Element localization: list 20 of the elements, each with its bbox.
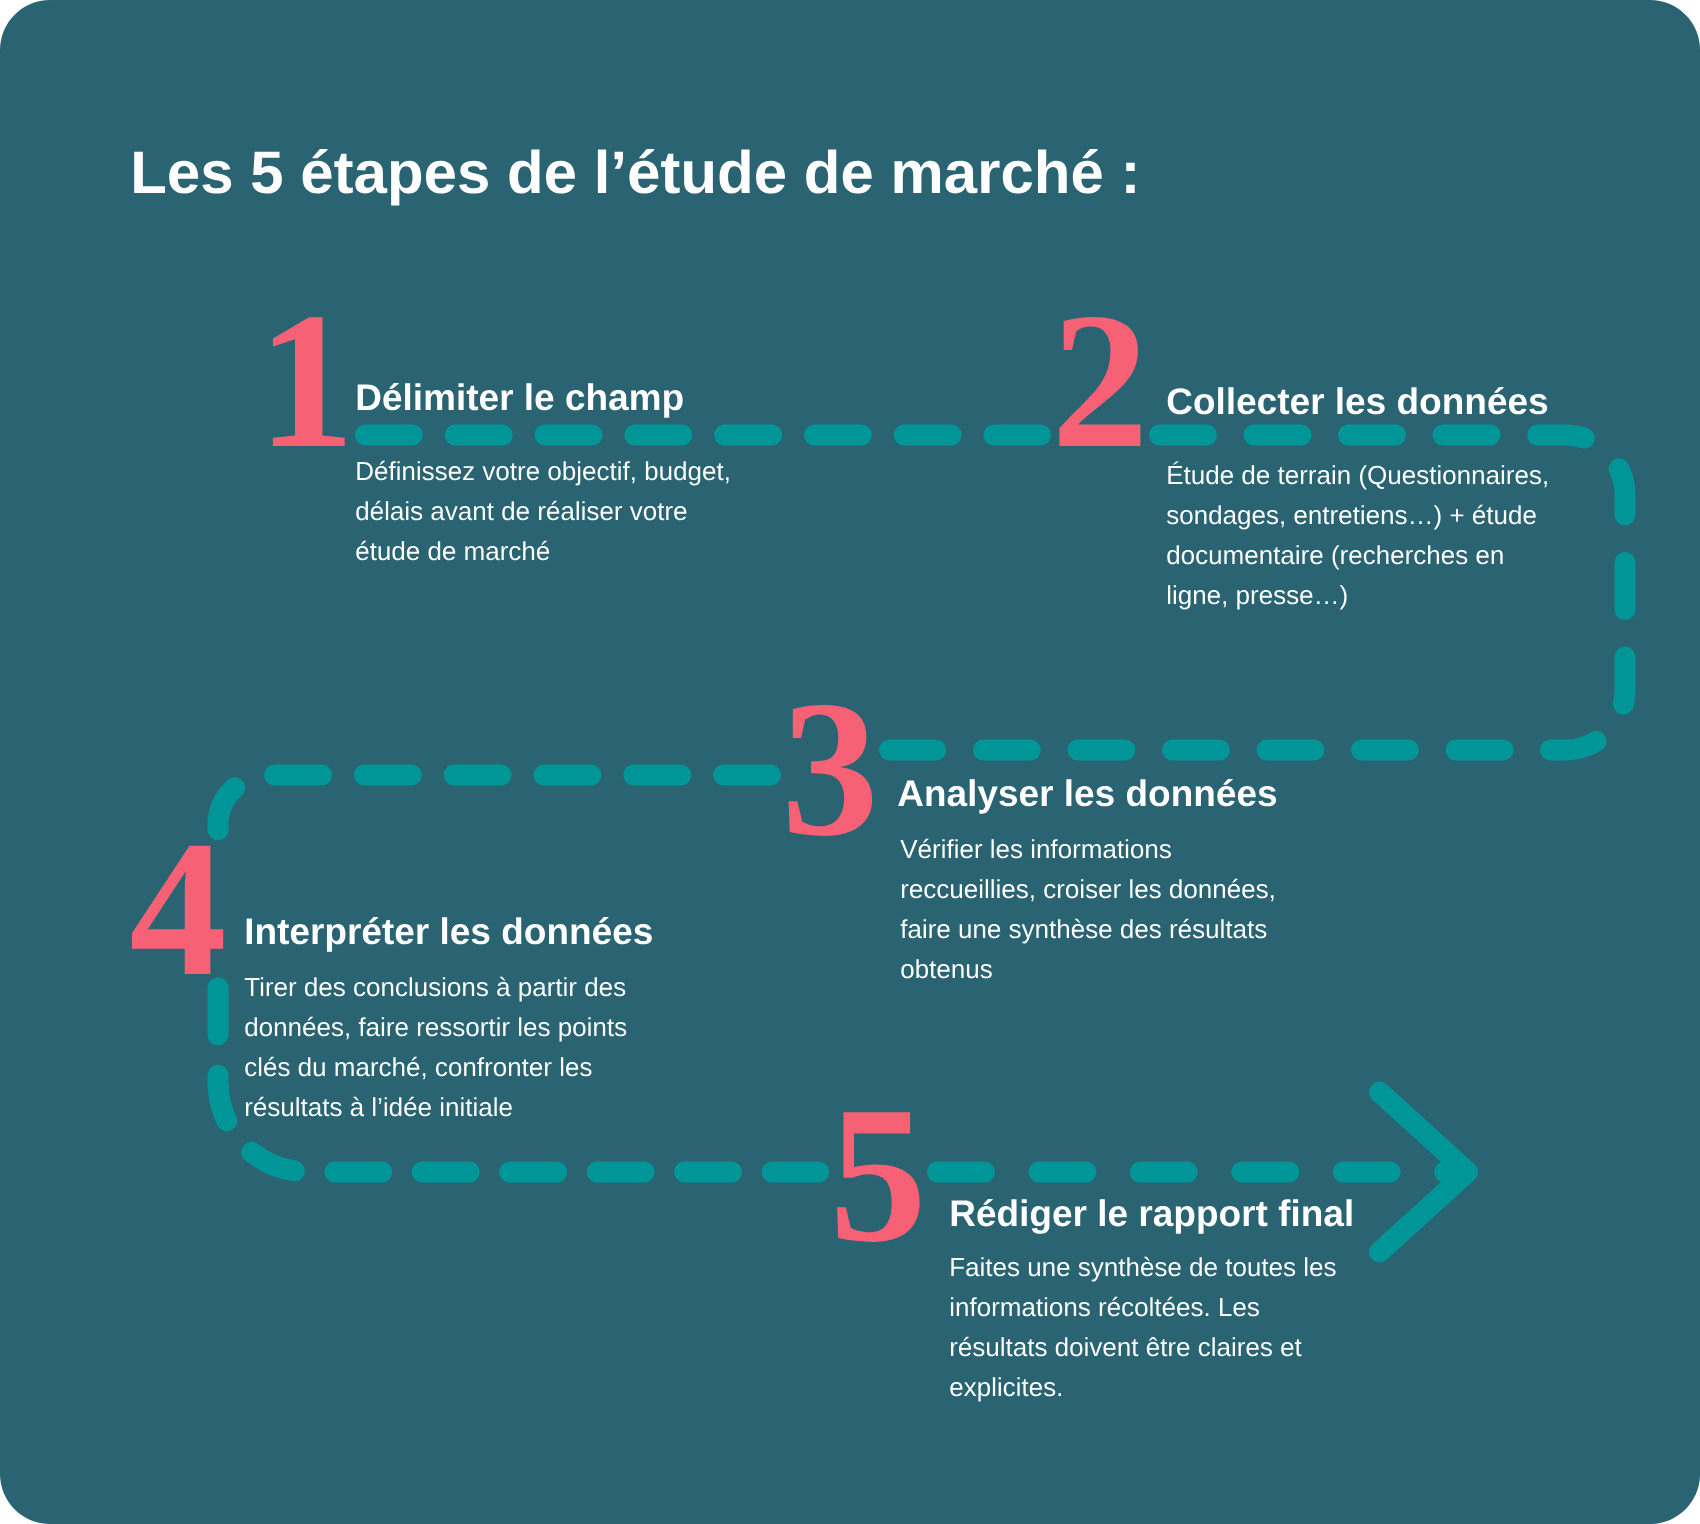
step-text: Étude de terrain (Questionnaires, sondages, entretiens…) + étude documentaire (recherches en ligne, presse…) [1166, 461, 1547, 610]
step-number: 5 [837, 1112, 920, 1242]
dashed-line [207, 977, 830, 1183]
dashed-line [354, 424, 1052, 446]
step-heading: Rédiger le rapport final [951, 1198, 1352, 1234]
step-number: 3 [788, 704, 873, 836]
step-heading: Interpréter les données [246, 916, 652, 952]
title: Les 5 étapes de l’étude de marché : [134, 149, 1135, 206]
dashed-arrow [926, 1081, 1478, 1263]
step-text: Vérifier les informations reccueillies, croiser les données, faire une synthèse des résultats obtenus [900, 838, 1274, 979]
step-heading: Délimiter le champ [357, 382, 683, 418]
dashed-line [878, 424, 1636, 761]
step-text: Tirer des conclusions à partir des données, faire ressortir les points clés du marché, confronter les résultats à l’idée initiale [244, 976, 627, 1117]
step-text: Faites une synthèse de toutes les informations récoltées. Les résultats doivent être claires et explicites. [950, 1256, 1336, 1402]
step-number: 4 [131, 845, 224, 974]
step-text: Définissez votre objectif, budget, délais avant de réaliser votre étude de marché [356, 460, 729, 561]
step-heading: Analyser les données [898, 778, 1277, 814]
step-number: 1 [272, 317, 345, 446]
step-number: 2 [1059, 316, 1141, 446]
step-heading: Collecter les données [1167, 386, 1548, 415]
